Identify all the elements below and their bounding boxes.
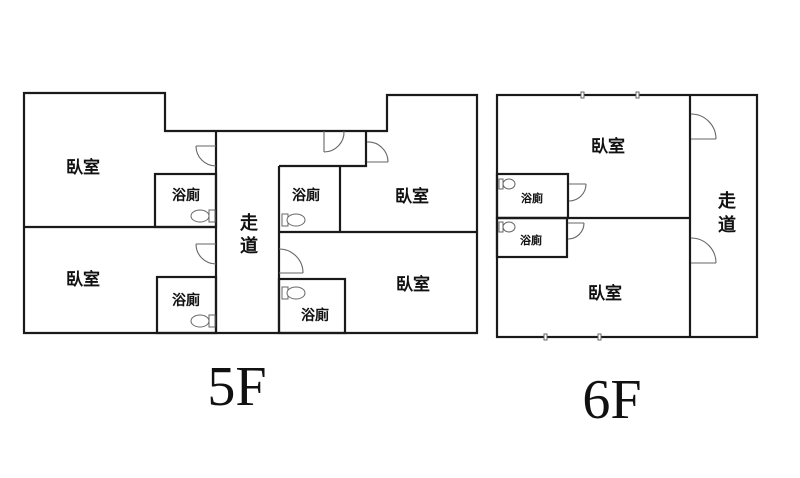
door-icon bbox=[690, 237, 717, 264]
bedroom-label: 臥室 bbox=[396, 274, 430, 295]
bathroom-label: 浴廁 bbox=[172, 187, 200, 204]
door-icon bbox=[366, 141, 389, 163]
floor-plan-5f: 臥室 臥室 臥室 臥室 浴廁 浴廁 浴廁 浴廁 走 道 5F bbox=[22, 91, 479, 418]
toilet-icon bbox=[281, 286, 306, 300]
toilet-icon bbox=[281, 213, 306, 227]
toilet-icon bbox=[498, 221, 516, 233]
bathroom-label: 浴廁 bbox=[301, 307, 329, 324]
bathroom-label: 浴廁 bbox=[172, 292, 200, 309]
door-icon bbox=[195, 243, 217, 265]
door-icon bbox=[195, 145, 217, 167]
corridor-label: 走 bbox=[718, 191, 736, 212]
bedroom-label: 臥室 bbox=[66, 157, 100, 178]
floor-title-5f: 5F bbox=[207, 356, 266, 418]
bedroom-label: 臥室 bbox=[395, 186, 429, 207]
door-icon bbox=[690, 113, 717, 140]
bath-bottom-left-walls bbox=[155, 275, 218, 335]
door-icon bbox=[568, 183, 587, 202]
bath-bottom-walls bbox=[495, 216, 569, 259]
corridor-label: 道 bbox=[240, 235, 258, 257]
bathroom-label: 浴廁 bbox=[292, 187, 320, 204]
bedroom-label: 臥室 bbox=[66, 269, 100, 290]
door-icon bbox=[567, 222, 585, 240]
door-icon bbox=[323, 130, 345, 153]
floor-plan-6f: 臥室 臥室 浴廁 浴廁 走 道 6F bbox=[495, 91, 759, 431]
corridor-label: 道 bbox=[718, 214, 736, 236]
door-icon bbox=[278, 248, 304, 274]
bath-top-left-walls bbox=[153, 172, 218, 229]
bedroom-label: 臥室 bbox=[591, 136, 625, 157]
bath-bottom-right-walls bbox=[277, 277, 347, 335]
window-icon bbox=[543, 333, 602, 341]
toilet-icon bbox=[190, 209, 216, 223]
floor-title-6f: 6F bbox=[582, 369, 641, 431]
corridor-top-wall bbox=[279, 131, 368, 168]
window-icon bbox=[580, 91, 640, 99]
bathroom-label: 浴廁 bbox=[520, 233, 542, 247]
toilet-icon bbox=[498, 178, 516, 190]
toilet-icon bbox=[190, 314, 216, 328]
bedroom-label: 臥室 bbox=[588, 283, 622, 304]
bathroom-label: 浴廁 bbox=[521, 191, 543, 205]
corridor-label: 走 bbox=[240, 213, 258, 234]
